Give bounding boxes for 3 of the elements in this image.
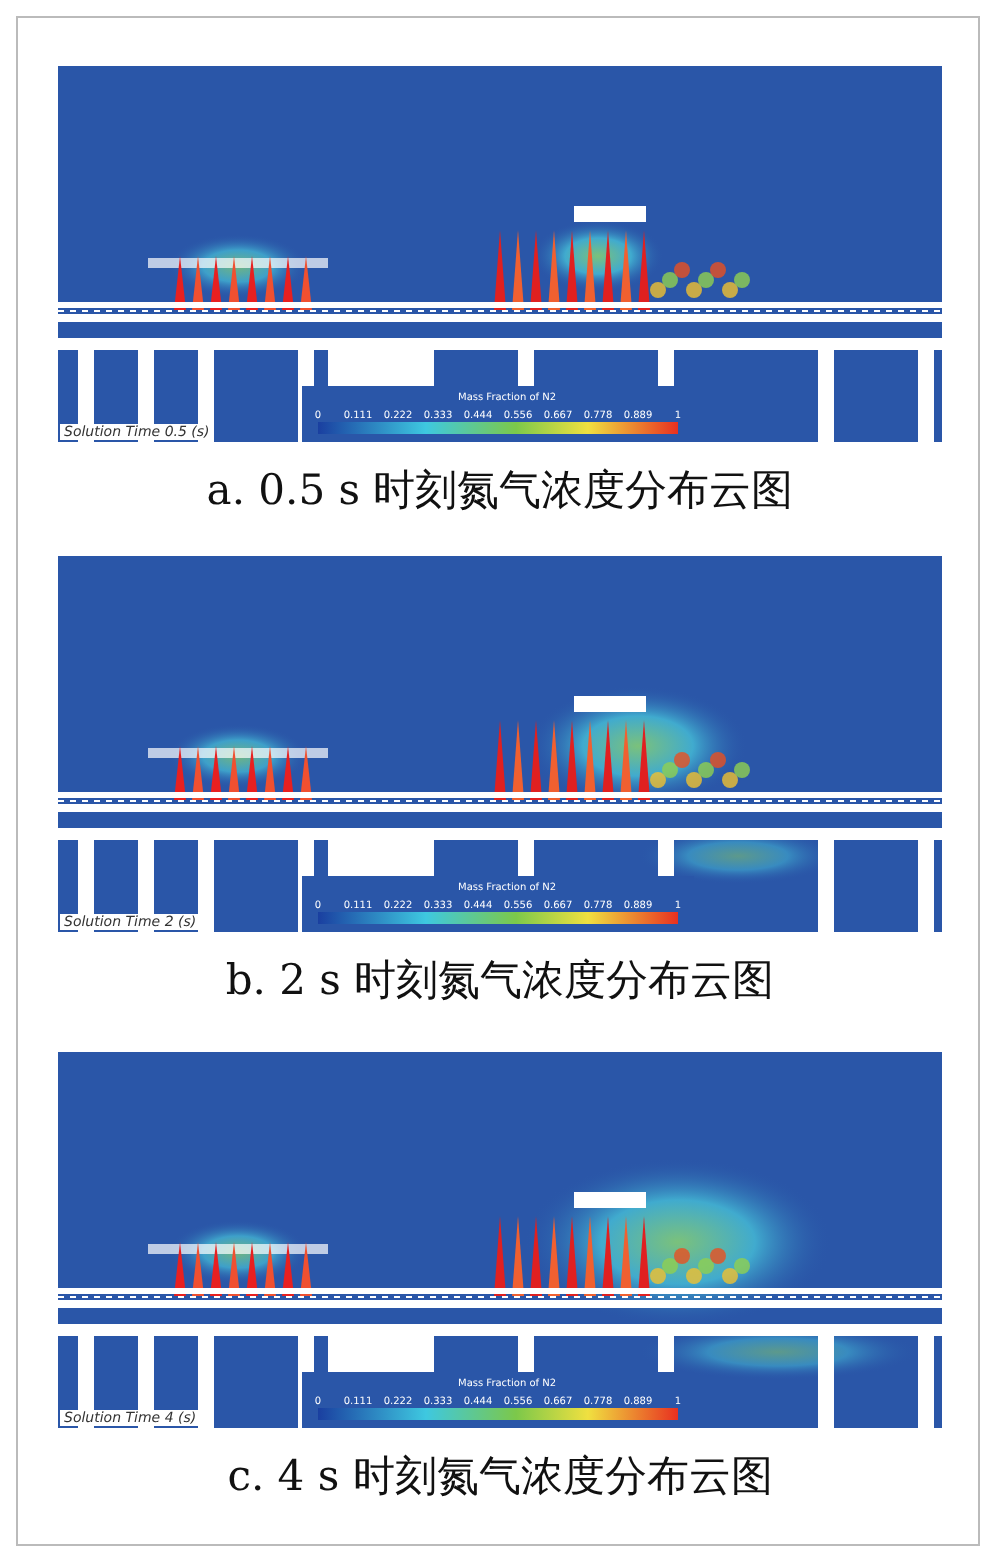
figure-caption: b. 2 s 时刻氮气浓度分布云图 [223,954,777,1008]
figure-caption: c. 4 s 时刻氮气浓度分布云图 [225,1450,775,1504]
figure-caption: a. 0.5 s 时刻氮气浓度分布云图 [204,464,796,518]
